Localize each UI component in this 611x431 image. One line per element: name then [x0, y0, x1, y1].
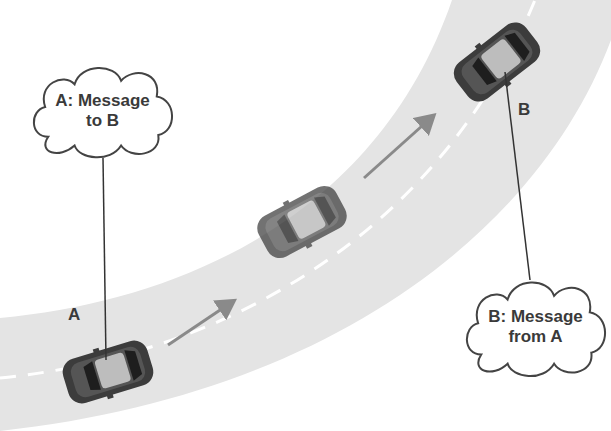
motion-arrow — [168, 302, 232, 345]
car-b — [446, 14, 547, 109]
car-label: A — [68, 305, 80, 325]
cloud-callout: B: Message from A — [458, 272, 611, 382]
leader-line — [505, 72, 530, 280]
car-label: B — [518, 100, 530, 120]
lane-marking — [0, 0, 535, 378]
motion-arrow — [364, 117, 432, 178]
callout-text: A: Message to B — [51, 91, 155, 131]
callout-text: B: Message from A — [484, 307, 588, 347]
leader-line — [103, 158, 106, 360]
car-a — [58, 334, 157, 409]
cloud-callout: A: Message to B — [25, 58, 180, 163]
car-moving — [251, 178, 353, 265]
